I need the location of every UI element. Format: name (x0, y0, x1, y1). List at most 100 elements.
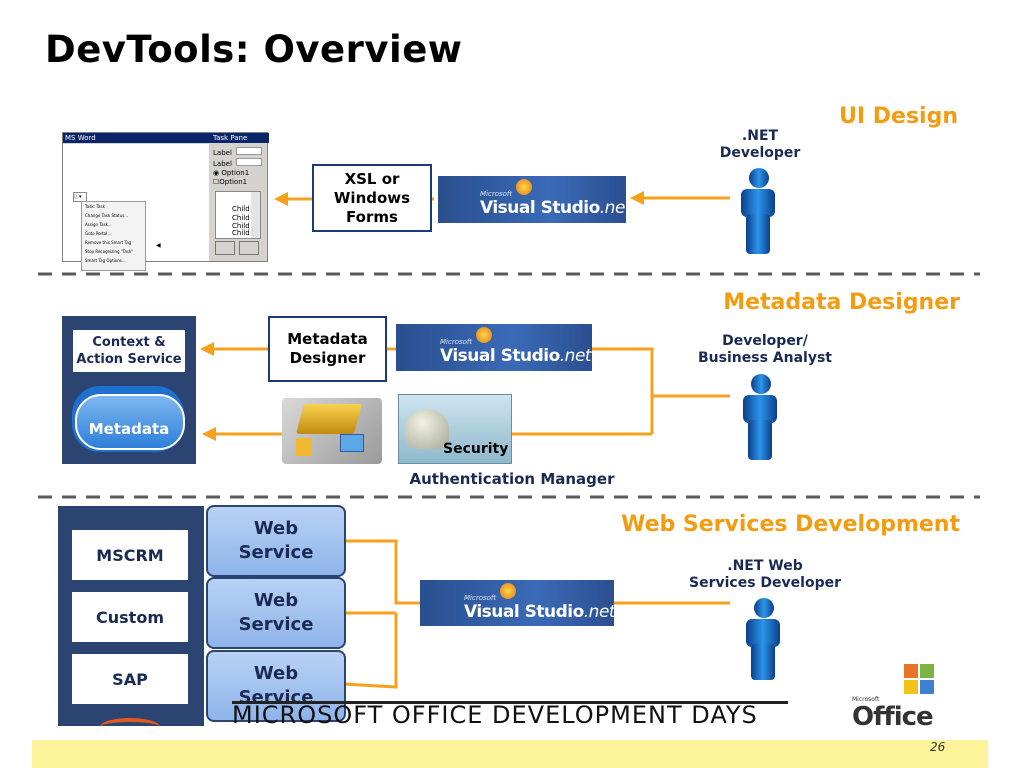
tree-node[interactable]: Child (232, 222, 250, 230)
tree-view[interactable]: Child Child Child Child (215, 191, 261, 239)
radio-icon[interactable]: ◉ (213, 169, 220, 177)
footer-text: MICROSOFT OFFICE DEVELOPMENT DAYS (232, 701, 758, 729)
actor-label-line: Services Developer (689, 575, 841, 591)
box-line: Metadata (287, 330, 368, 348)
office-wordmark: Office (852, 702, 934, 732)
logo-square-icon (920, 664, 934, 678)
ms-word-mockup: MS Word Task Pane ⓘ▾ Task: Task Change T… (62, 132, 269, 271)
tree-node[interactable]: Child (232, 214, 250, 222)
visual-studio-logo: Microsoft Visual Studio.net (396, 324, 592, 371)
office-logo: Microsoft Office (852, 660, 944, 734)
web-service-box: Web Service (206, 577, 346, 649)
text-field[interactable] (235, 158, 262, 166)
office-brand: Microsoft (852, 696, 880, 703)
system-box-mscrm: MSCRM (72, 530, 188, 580)
arrow-head (200, 342, 214, 356)
security-image: Security (398, 394, 512, 464)
logo-square-icon (904, 680, 918, 694)
menu-item[interactable]: Change Task Status... (85, 213, 129, 218)
actor-label-web-services-developer: .NET Web Services Developer (680, 558, 850, 592)
web-service-connectors (343, 539, 730, 689)
text-field[interactable] (235, 147, 262, 155)
document-icon (296, 438, 312, 456)
box-line: Web (253, 518, 299, 539)
xsl-windows-forms-box: XSL or Windows Forms (312, 164, 432, 232)
tree-node[interactable]: Child (232, 205, 250, 213)
box-line: Service (238, 614, 314, 635)
section-heading-metadata-designer: Metadata Designer (723, 290, 960, 315)
web-service-box: Web Service (206, 505, 346, 577)
metadata-arrows (212, 347, 730, 436)
cursor-icon: ◀ (156, 242, 161, 249)
backend-systems-panel: MSCRM Custom SAP (58, 506, 204, 726)
tree-node[interactable]: Child (232, 229, 250, 237)
scrollbar[interactable] (251, 192, 260, 238)
field-label: Label (213, 149, 232, 157)
database-label: Metadata (88, 420, 170, 438)
actor-label-line: .NET (741, 128, 779, 144)
box-line: Action Service (76, 352, 182, 367)
security-label: Security (443, 441, 509, 457)
box-line: Service (238, 542, 314, 563)
menu-item[interactable]: Goto Portal... (85, 231, 112, 236)
mockup-button[interactable] (215, 241, 235, 255)
checkbox-icon[interactable]: ☐ (213, 178, 220, 186)
menu-item[interactable]: Stop Recognizing "Task" (85, 249, 134, 254)
actor-label-business-analyst: Developer/ Business Analyst (680, 333, 850, 367)
section-heading-web-services: Web Services Development (621, 512, 960, 537)
vs-name: Visual Studio.net (440, 346, 592, 366)
actor-label-net-developer: .NET Developer (700, 128, 820, 162)
arrow-head (202, 427, 216, 441)
vs-brand: Microsoft (480, 190, 513, 198)
box-line: Forms (346, 207, 398, 226)
system-box-sap: SAP (72, 654, 188, 704)
box-line: Windows (333, 188, 411, 207)
monitor-icon (340, 434, 364, 452)
option-label: Option1 (219, 178, 248, 186)
visual-studio-logo: Microsoft Visual Studio.net (420, 580, 616, 626)
smart-tag-icon[interactable]: ⓘ▾ (73, 192, 87, 202)
menu-item[interactable]: Assign Task... (85, 222, 112, 227)
mockup-button[interactable] (239, 241, 259, 255)
actor-label-line: Developer/ (722, 333, 808, 349)
logo-square-icon (904, 664, 918, 678)
authentication-manager-caption: Authentication Manager (409, 470, 615, 488)
vs-brand: Microsoft (440, 338, 473, 346)
system-box-custom: Custom (72, 592, 188, 642)
swoosh-icon (100, 718, 160, 736)
actor-label-line: .NET Web (727, 558, 803, 574)
footer-banner: MICROSOFT OFFICE DEVELOPMENT DAYS (232, 701, 788, 736)
box-line: Designer (289, 349, 366, 367)
visual-studio-logo: Microsoft Visual Studio.net (438, 176, 632, 223)
padlock-icon (405, 409, 449, 449)
field-label: Label (213, 160, 232, 168)
vs-infinity-icon (476, 327, 492, 343)
vs-infinity-icon (500, 583, 516, 599)
task-pane-titlebar: Task Pane (211, 133, 269, 143)
vs-infinity-icon (516, 179, 532, 195)
actor-label-line: Business Analyst (698, 350, 832, 366)
vs-brand: Microsoft (464, 594, 497, 602)
box-line: Context & (92, 335, 166, 350)
integration-icon (282, 398, 382, 464)
page-number: 26 (930, 740, 946, 754)
metadata-designer-box: Metadata Designer (268, 316, 387, 382)
vs-name: Visual Studio.net (480, 198, 632, 218)
box-line: Web (253, 663, 299, 684)
window-titlebar: MS Word (63, 133, 211, 143)
section-heading-ui-design: UI Design (839, 104, 958, 129)
menu-item[interactable]: Smart Tag Options... (85, 258, 126, 263)
menu-item[interactable]: Remove this Smart Tag (85, 240, 132, 245)
footer-bar (32, 740, 988, 768)
box-line: XSL or (344, 169, 400, 188)
slide-title: DevTools: Overview (45, 28, 463, 71)
smart-tag-menu: Task: Task Change Task Status... Assign … (81, 201, 146, 271)
context-action-service-panel: Context & Action Service Metadata (62, 316, 196, 464)
menu-item[interactable]: Task: Task (85, 204, 105, 209)
vs-name: Visual Studio.net (464, 602, 616, 622)
document-area: ⓘ▾ Task: Task Change Task Status... Assi… (63, 144, 209, 271)
database-icon (75, 394, 185, 450)
task-pane-fields: Label Label ◉ Option1 ☐Option1 (213, 147, 262, 187)
logo-square-icon (920, 680, 934, 694)
